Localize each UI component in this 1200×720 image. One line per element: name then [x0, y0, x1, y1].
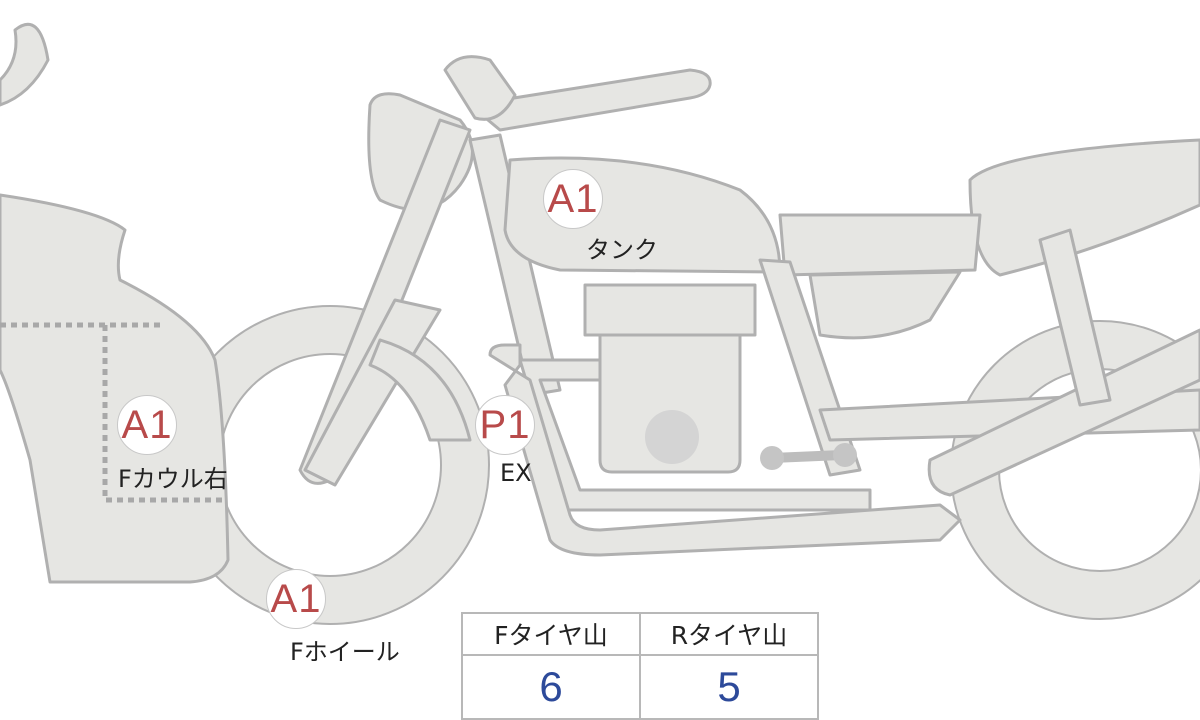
- part-label-front-cowl-right: Fカウル右: [118, 465, 228, 493]
- damage-marker-front-wheel[interactable]: A1: [266, 569, 326, 629]
- rear-tire-tread-header: Rタイヤ山: [639, 612, 819, 656]
- part-label-exhaust: EX: [500, 459, 532, 487]
- front-cowl: [0, 193, 230, 584]
- front-tire-tread-value: 6: [461, 654, 641, 720]
- front-tire-tread-header: Fタイヤ山: [461, 612, 641, 656]
- damage-marker-tank[interactable]: A1: [543, 169, 603, 229]
- rear-tire-tread-value: 5: [639, 654, 819, 720]
- damage-marker-front-cowl-right[interactable]: A1: [117, 395, 177, 455]
- tire-tread-table: Fタイヤ山 Rタイヤ山 6 5: [461, 612, 819, 720]
- part-label-tank: タンク: [586, 236, 658, 264]
- part-label-front-wheel: Fホイール: [290, 638, 400, 666]
- damage-marker-exhaust[interactable]: P1: [475, 395, 535, 455]
- exhaust-pipe: [518, 358, 872, 512]
